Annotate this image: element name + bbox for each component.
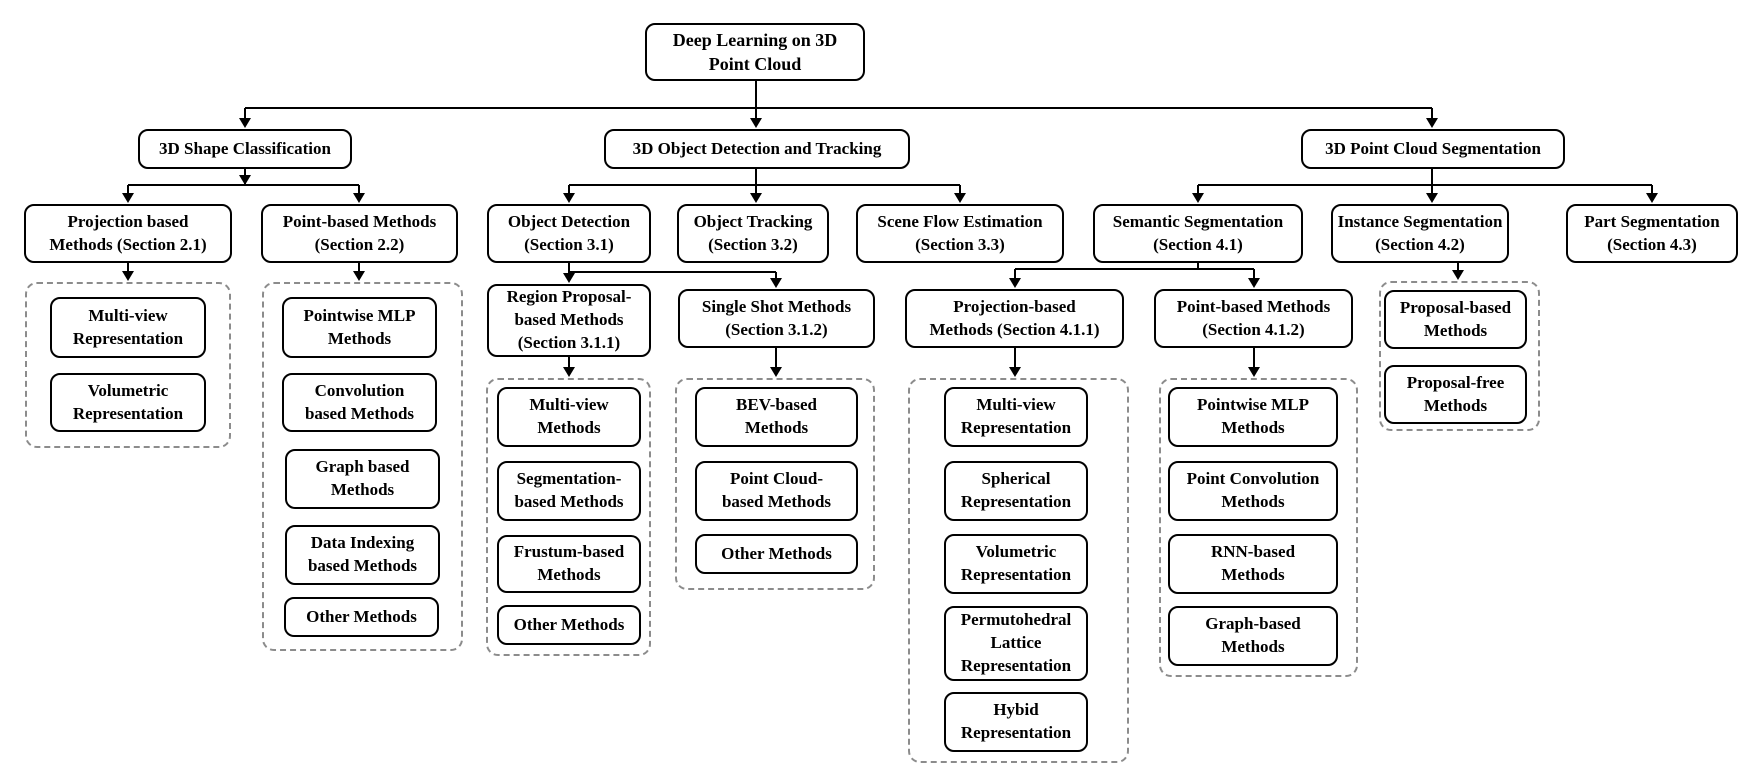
- arrowhead: [122, 271, 134, 281]
- list-item: Spherical Representation: [944, 461, 1088, 521]
- classification-node: 3D Shape Classification: [138, 129, 352, 169]
- single-shot-node: Single Shot Methods (Section 3.1.2): [678, 289, 875, 348]
- group-classification-point: [262, 282, 463, 651]
- arrowhead: [770, 367, 782, 377]
- arrowhead: [1426, 118, 1438, 128]
- arrowhead: [563, 273, 575, 283]
- list-item: Hybid Representation: [944, 692, 1088, 752]
- arrowhead: [1192, 193, 1204, 203]
- list-item: Multi-view Representation: [944, 387, 1088, 447]
- arrowhead: [239, 118, 251, 128]
- list-item: Other Methods: [497, 605, 641, 645]
- arrowhead: [563, 367, 575, 377]
- classification-point-node: Point-based Methods (Section 2.2): [261, 204, 458, 263]
- part-segmentation-node: Part Segmentation (Section 4.3): [1566, 204, 1738, 263]
- object-tracking-node: Object Tracking (Section 3.2): [677, 204, 829, 263]
- list-item: Graph-based Methods: [1168, 606, 1338, 666]
- list-item: Frustum-based Methods: [497, 535, 641, 593]
- arrowhead: [1248, 278, 1260, 288]
- classification-projection-node: Projection based Methods (Section 2.1): [24, 204, 232, 263]
- arrowhead: [1646, 193, 1658, 203]
- arrowhead: [1426, 193, 1438, 203]
- arrowhead: [1009, 367, 1021, 377]
- list-item: Proposal-free Methods: [1384, 365, 1527, 424]
- group-semantic-projection: [908, 378, 1129, 763]
- list-item: Segmentation- based Methods: [497, 461, 641, 521]
- object-detection-node: Object Detection (Section 3.1): [487, 204, 651, 263]
- list-item: Volumetric Representation: [944, 534, 1088, 594]
- group-instance: [1379, 281, 1540, 431]
- list-item: BEV-based Methods: [695, 387, 858, 447]
- arrowhead: [353, 193, 365, 203]
- region-proposal-node: Region Proposal- based Methods (Section …: [487, 284, 651, 357]
- semantic-segmentation-node: Semantic Segmentation (Section 4.1): [1093, 204, 1303, 263]
- list-item: RNN-based Methods: [1168, 534, 1338, 594]
- list-item: Multi-view Methods: [497, 387, 641, 447]
- arrowhead: [750, 193, 762, 203]
- root-node: Deep Learning on 3D Point Cloud: [645, 23, 865, 81]
- list-item: Permutohedral Lattice Representation: [944, 606, 1088, 681]
- group-semantic-point: [1159, 378, 1358, 677]
- list-item: Other Methods: [284, 597, 439, 637]
- arrowhead: [353, 271, 365, 281]
- list-item: Volumetric Representation: [50, 373, 206, 432]
- group-region-proposal: [486, 378, 651, 656]
- list-item: Pointwise MLP Methods: [282, 297, 437, 358]
- segmentation-node: 3D Point Cloud Segmentation: [1301, 129, 1565, 169]
- list-item: Graph based Methods: [285, 449, 440, 509]
- instance-segmentation-node: Instance Segmentation (Section 4.2): [1331, 204, 1509, 263]
- arrowhead: [954, 193, 966, 203]
- arrowhead: [563, 193, 575, 203]
- list-item: Pointwise MLP Methods: [1168, 387, 1338, 447]
- group-classification-projection: [25, 282, 231, 448]
- list-item: Other Methods: [695, 534, 858, 574]
- list-item: Convolution based Methods: [282, 373, 437, 432]
- list-item: Proposal-based Methods: [1384, 290, 1527, 349]
- arrowhead: [750, 118, 762, 128]
- list-item: Point Cloud- based Methods: [695, 461, 858, 521]
- list-item: Point Convolution Methods: [1168, 461, 1338, 521]
- arrowhead: [122, 193, 134, 203]
- arrowhead: [770, 278, 782, 288]
- list-item: Multi-view Representation: [50, 297, 206, 358]
- semantic-projection-node: Projection-based Methods (Section 4.1.1): [905, 289, 1124, 348]
- list-item: Data Indexing based Methods: [285, 525, 440, 585]
- detection-node: 3D Object Detection and Tracking: [604, 129, 910, 169]
- semantic-point-node: Point-based Methods (Section 4.1.2): [1154, 289, 1353, 348]
- group-single-shot: [675, 378, 875, 590]
- arrowhead: [239, 175, 251, 185]
- arrowhead: [1248, 367, 1260, 377]
- scene-flow-node: Scene Flow Estimation (Section 3.3): [856, 204, 1064, 263]
- arrowhead: [1452, 270, 1464, 280]
- arrowhead: [1009, 278, 1021, 288]
